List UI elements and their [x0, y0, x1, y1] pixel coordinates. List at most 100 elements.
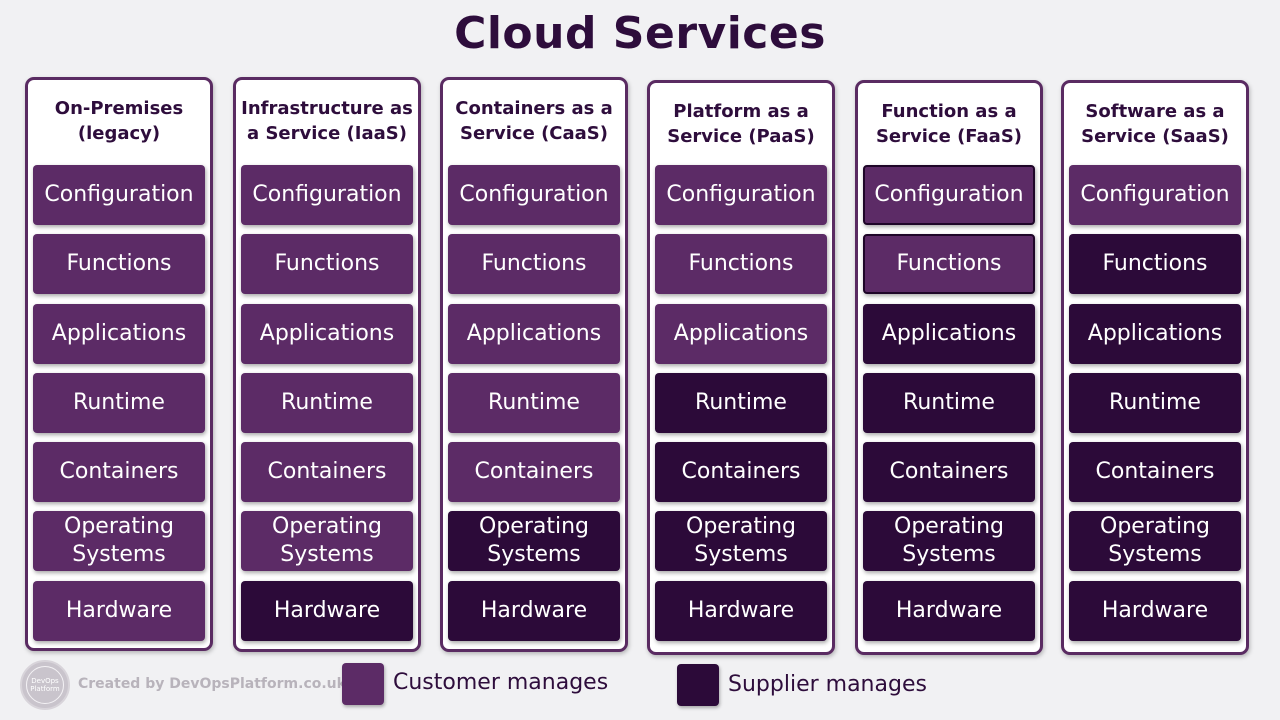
layer-functions: Functions: [448, 234, 620, 294]
layer-applications: Applications: [655, 304, 827, 364]
layer-runtime: Runtime: [655, 373, 827, 433]
layer-label: Applications: [51, 321, 187, 346]
legend-supplier-swatch: [677, 664, 719, 706]
layer-label: Applications: [1087, 321, 1223, 346]
column-title: On-Premises (legacy): [28, 96, 210, 146]
layer-label: Functions: [688, 251, 794, 276]
layer-label: Functions: [1102, 251, 1208, 276]
layer-label: Configuration: [252, 182, 402, 207]
logo-line2: Platform: [30, 685, 60, 693]
layer-label: Containers: [1095, 459, 1215, 484]
layer-label: Containers: [889, 459, 1009, 484]
layer-label: Hardware: [480, 598, 588, 623]
layer-runtime: Runtime: [241, 373, 413, 433]
logo-text: DevOps Platform: [26, 666, 64, 704]
layer-label-line1: Operating: [64, 514, 174, 539]
layer-label: Containers: [59, 459, 179, 484]
column-title-line1: On-Premises: [54, 98, 184, 119]
column-title-line2: Service (FaaS): [875, 126, 1023, 147]
layer-hardware: Hardware: [863, 581, 1035, 641]
layer-label: Applications: [881, 321, 1017, 346]
layer-label-line1: Operating: [686, 514, 796, 539]
column-faas: Function as a Service (FaaS) Configurati…: [855, 80, 1043, 655]
layer-label: Containers: [474, 459, 594, 484]
layer-label-line2: Systems: [902, 542, 996, 567]
credit-text: Created by DevOpsPlatform.co.uk: [78, 676, 346, 692]
legend-customer-swatch: [342, 663, 384, 705]
column-title-line2: Service (CaaS): [459, 123, 609, 144]
layer-label-line2: Systems: [280, 542, 374, 567]
layer-label: Functions: [481, 251, 587, 276]
layer-label: Runtime: [281, 390, 373, 415]
column-iaas: Infrastructure as a Service (IaaS) Confi…: [233, 77, 421, 652]
layer-label-line1: Operating: [479, 514, 589, 539]
layer-label: Configuration: [874, 182, 1024, 207]
layer-label-line1: Operating: [272, 514, 382, 539]
column-title: Platform as a Service (PaaS): [650, 99, 832, 149]
layer-label: Hardware: [1101, 598, 1209, 623]
layer-label: Hardware: [687, 598, 795, 623]
layer-label: Hardware: [65, 598, 173, 623]
layer-containers: Containers: [1069, 442, 1241, 502]
layer-configuration: Configuration: [33, 165, 205, 225]
layer-configuration: Configuration: [241, 165, 413, 225]
column-title-line1: Platform as a: [673, 101, 809, 122]
layer-label: Runtime: [488, 390, 580, 415]
layer-applications: Applications: [1069, 304, 1241, 364]
column-title-line1: Infrastructure as: [241, 98, 413, 119]
layer-label-line1: Operating: [894, 514, 1004, 539]
layer-containers: Containers: [863, 442, 1035, 502]
column-title-line1: Software as a: [1085, 101, 1225, 122]
layer-label: Functions: [896, 251, 1002, 276]
layer-label: Runtime: [695, 390, 787, 415]
layer-label: Runtime: [903, 390, 995, 415]
column-title-line2: a Service (IaaS): [247, 123, 407, 144]
layer-label-line2: Systems: [72, 542, 166, 567]
layer-runtime: Runtime: [863, 373, 1035, 433]
layer-label-line1: Operating: [1100, 514, 1210, 539]
layer-configuration: Configuration: [655, 165, 827, 225]
layer-applications: Applications: [863, 304, 1035, 364]
layer-containers: Containers: [33, 442, 205, 502]
column-title-line1: Function as a: [881, 101, 1017, 122]
layer-containers: Containers: [655, 442, 827, 502]
layer-containers: Containers: [241, 442, 413, 502]
layer-label: Runtime: [73, 390, 165, 415]
layer-configuration: Configuration: [863, 165, 1035, 225]
column-title: Infrastructure as a Service (IaaS): [236, 96, 418, 146]
layer-functions: Functions: [863, 234, 1035, 294]
layer-hardware: Hardware: [655, 581, 827, 641]
column-title-line2: (legacy): [77, 123, 161, 144]
layer-label: Configuration: [44, 182, 194, 207]
layer-label: Configuration: [459, 182, 609, 207]
column-title-line2: Service (PaaS): [667, 126, 815, 147]
layer-label: Applications: [259, 321, 395, 346]
layer-hardware: Hardware: [241, 581, 413, 641]
logo-line1: DevOps: [31, 677, 59, 685]
column-title: Software as a Service (SaaS): [1064, 99, 1246, 149]
layer-hardware: Hardware: [448, 581, 620, 641]
layer-label: Containers: [267, 459, 387, 484]
layer-configuration: Configuration: [448, 165, 620, 225]
column-title-line1: Containers as a: [455, 98, 613, 119]
layer-label: Containers: [681, 459, 801, 484]
column-on-premises: On-Premises (legacy) Configuration Funct…: [25, 77, 213, 651]
layer-hardware: Hardware: [1069, 581, 1241, 641]
layer-label-line2: Systems: [694, 542, 788, 567]
layer-label: Hardware: [895, 598, 1003, 623]
layer-runtime: Runtime: [1069, 373, 1241, 433]
layer-label: Hardware: [273, 598, 381, 623]
column-title-line2: Service (SaaS): [1081, 126, 1229, 147]
legend-customer-label: Customer manages: [393, 670, 609, 695]
devops-platform-logo: DevOps Platform: [20, 660, 70, 710]
column-caas: Containers as a Service (CaaS) Configura…: [440, 77, 628, 652]
layer-functions: Functions: [241, 234, 413, 294]
layer-functions: Functions: [655, 234, 827, 294]
